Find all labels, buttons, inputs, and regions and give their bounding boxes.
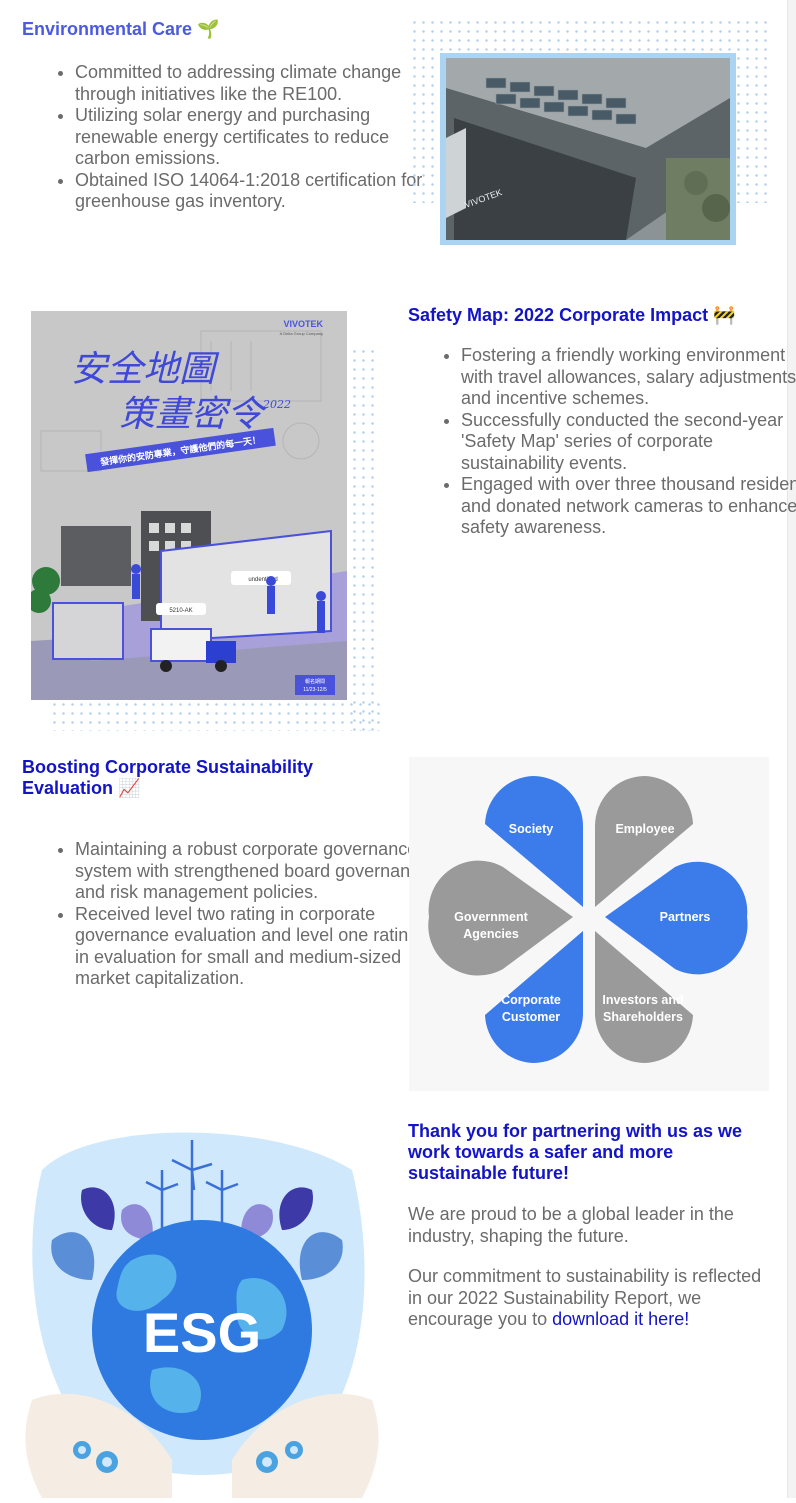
list-item: Fostering a friendly working environment… [461, 345, 796, 410]
petal-investors [595, 931, 693, 1063]
leader-paragraph: We are proud to be a global leader in th… [408, 1204, 734, 1246]
list-item: Maintaining a robust corporate governanc… [75, 839, 435, 904]
dot-pattern-decoration [350, 347, 380, 731]
factory-photo-frame: VIVOTEK [440, 53, 736, 245]
poster-tag-plate: 5210-AK [169, 608, 192, 614]
poster-title-line1: 安全地圖 [71, 349, 220, 390]
environmental-care-heading: Environmental Care 🌱 [22, 19, 220, 39]
sustainability-evaluation-list: Maintaining a robust corporate governanc… [22, 839, 435, 990]
petal-employee [595, 776, 693, 907]
factory-rooftop-solar-photo: VIVOTEK [446, 58, 730, 240]
scrollbar-track[interactable] [787, 0, 796, 1498]
petal-label-government: Government Agencies [454, 910, 528, 941]
poster-title-line2: 策畫密令 [119, 394, 267, 435]
list-item: Successfully conducted the second-year '… [461, 410, 796, 475]
safety-map-heading: Safety Map: 2022 Corporate Impact 🚧 [408, 305, 736, 325]
report-paragraph-text: Our commitment to sustainability is refl… [408, 1266, 762, 1329]
list-item: Obtained ISO 14064-1:2018 certification … [75, 170, 435, 213]
poster-year: 2022 [262, 398, 291, 411]
list-item: Received level two rating in corporate g… [75, 904, 435, 990]
list-item: Committed to addressing climate change t… [75, 62, 435, 105]
petal-society [485, 776, 583, 907]
list-item: Utilizing solar energy and purchasing re… [75, 105, 435, 170]
list-item: Engaged with over three thousand residen… [461, 474, 796, 539]
stakeholder-flower-diagram: Society Employee Partners Investors and … [409, 757, 769, 1091]
download-report-link[interactable]: download it here! [552, 1309, 690, 1329]
poster-signup: 報名期間 [305, 678, 325, 685]
poster-illustration: VIVOTEK A Delta Group Company 安全地圖 策畫密令 … [31, 311, 347, 700]
environmental-care-list: Committed to addressing climate change t… [22, 62, 435, 213]
petal-label-partners: Partners [659, 910, 711, 924]
report-paragraph: Our commitment to sustainability is refl… [408, 1266, 768, 1331]
petal-label-employee: Employee [615, 822, 675, 836]
poster-tag-unidentified: undentified [248, 577, 277, 583]
petal-customer [485, 931, 583, 1063]
poster-brand-sub: A Delta Group Company [280, 331, 323, 336]
thank-you-heading: Thank you for partnering with us as we w… [408, 1121, 743, 1183]
petal-partners [605, 861, 748, 975]
petal-label-investors: Investors and Shareholders [602, 993, 684, 1024]
poster-signup-dates: 11/23-12/5 [303, 687, 327, 693]
petal-label-society: Society [508, 822, 554, 836]
petal-label-customer: Corporate Customer [501, 993, 561, 1024]
esg-illustration: ESG [22, 1130, 382, 1498]
safety-map-poster: VIVOTEK A Delta Group Company 安全地圖 策畫密令 … [31, 311, 347, 700]
esg-label: ESG [143, 1301, 261, 1364]
poster-brand: VIVOTEK [283, 319, 323, 329]
sustainability-evaluation-heading: Boosting Corporate Sustainability Evalua… [22, 757, 314, 798]
petal-government [428, 860, 573, 976]
dot-pattern-decoration [50, 700, 380, 731]
safety-map-list: Fostering a friendly working environment… [408, 345, 796, 539]
